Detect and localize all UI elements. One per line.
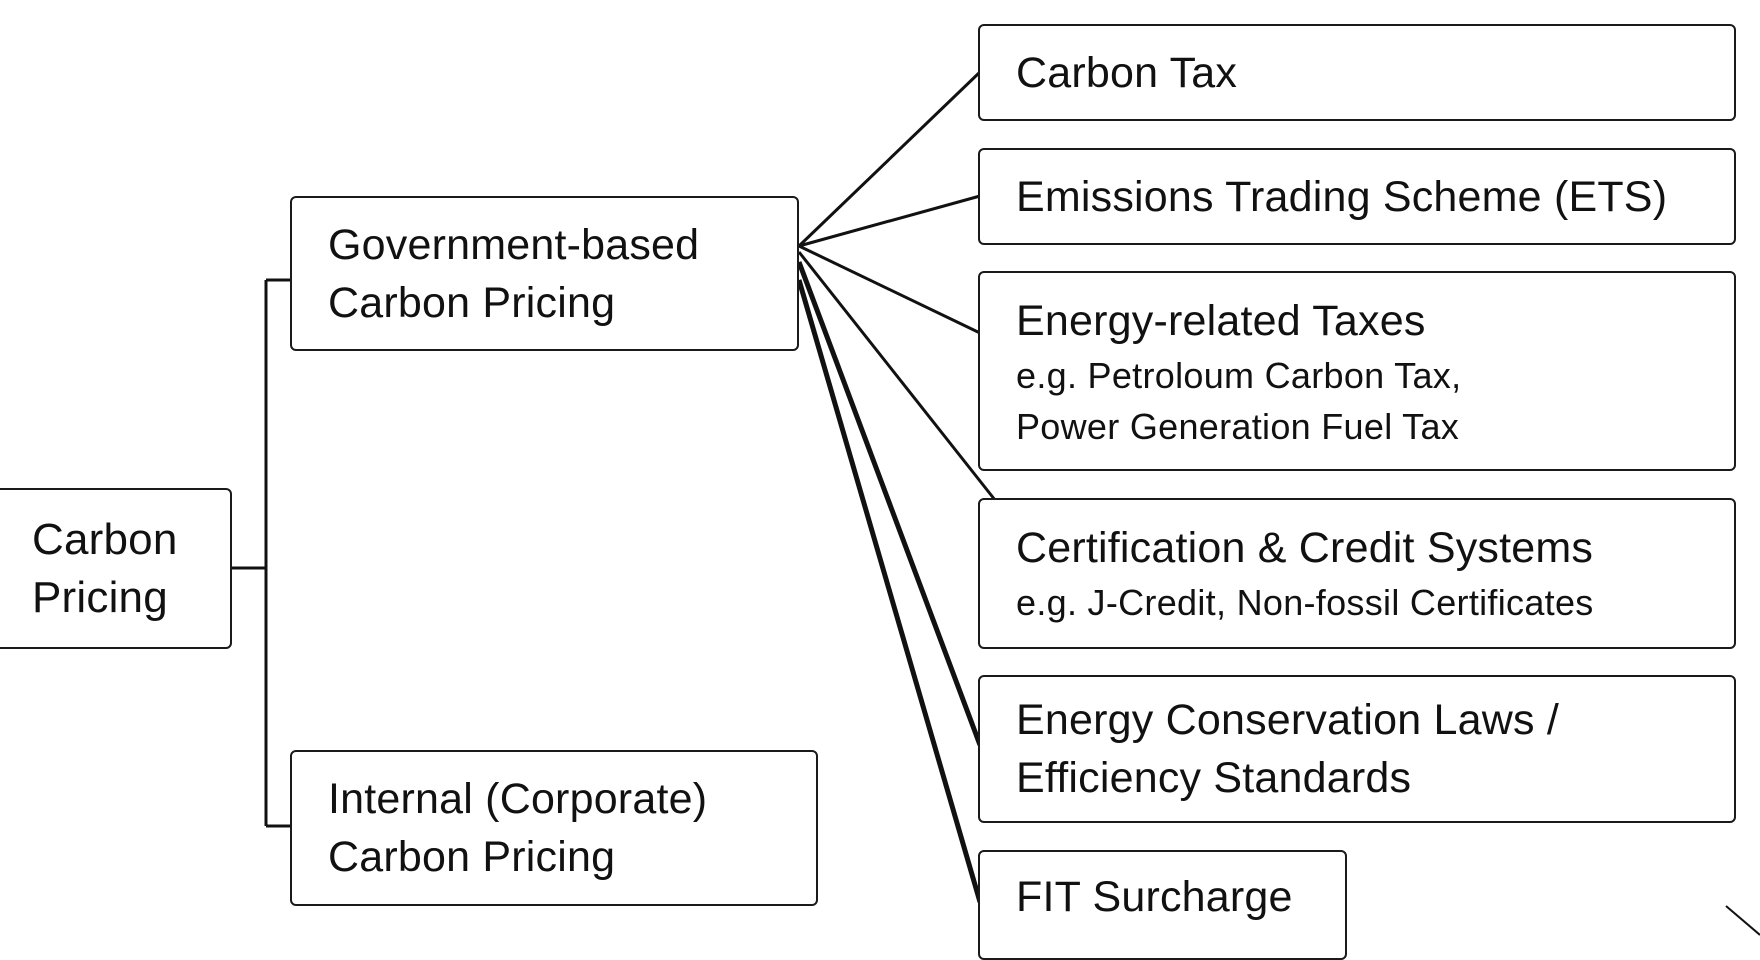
corner-stroke xyxy=(1725,905,1760,936)
connector-fit xyxy=(796,279,983,903)
root-node-carbon-pricing: Carbon Pricing xyxy=(0,488,232,649)
instrument-node-ets: Emissions Trading Scheme (ETS) xyxy=(978,148,1736,245)
connector-conservation xyxy=(796,261,983,746)
instrument-node-carbon-tax: Carbon Tax xyxy=(978,24,1736,121)
branch-node-government: Government-based Carbon Pricing xyxy=(290,196,799,351)
instrument-title: Carbon Tax xyxy=(1016,48,1238,97)
instrument-title: Emissions Trading Scheme (ETS) xyxy=(1016,172,1668,221)
instrument-node-certification: Certification & Credit Systems e.g. J-Cr… xyxy=(978,498,1736,649)
connector-energy-taxes xyxy=(798,244,981,335)
instrument-title: Energy-related Taxes xyxy=(1016,297,1426,345)
branch-node-internal: Internal (Corporate) Carbon Pricing xyxy=(290,750,818,906)
branch-internal-label: Internal (Corporate) Carbon Pricing xyxy=(328,775,708,881)
connector-ets xyxy=(798,194,981,248)
instrument-node-conservation: Energy Conservation Laws / Efficiency St… xyxy=(978,675,1736,823)
instrument-node-fit-surcharge: FIT Surcharge xyxy=(978,850,1347,960)
instrument-node-energy-taxes: Energy-related Taxes e.g. Petroloum Carb… xyxy=(978,271,1736,471)
root-node-label: Carbon Pricing xyxy=(32,514,178,622)
instrument-detail: e.g. Petroloum Carbon Tax, Power Generat… xyxy=(1016,355,1462,447)
instrument-title: FIT Surcharge xyxy=(1016,873,1293,921)
connector-certification xyxy=(797,251,997,501)
instrument-detail: e.g. J-Credit, Non-fossil Certificates xyxy=(1016,582,1594,623)
instrument-title: Energy Conservation Laws / Efficiency St… xyxy=(1016,696,1559,802)
branch-government-label: Government-based Carbon Pricing xyxy=(328,220,700,327)
root-branch-bracket xyxy=(232,278,290,828)
instrument-title: Certification & Credit Systems xyxy=(1016,524,1594,572)
connector-carbon-tax xyxy=(797,70,982,248)
connector-lines xyxy=(232,70,1760,936)
